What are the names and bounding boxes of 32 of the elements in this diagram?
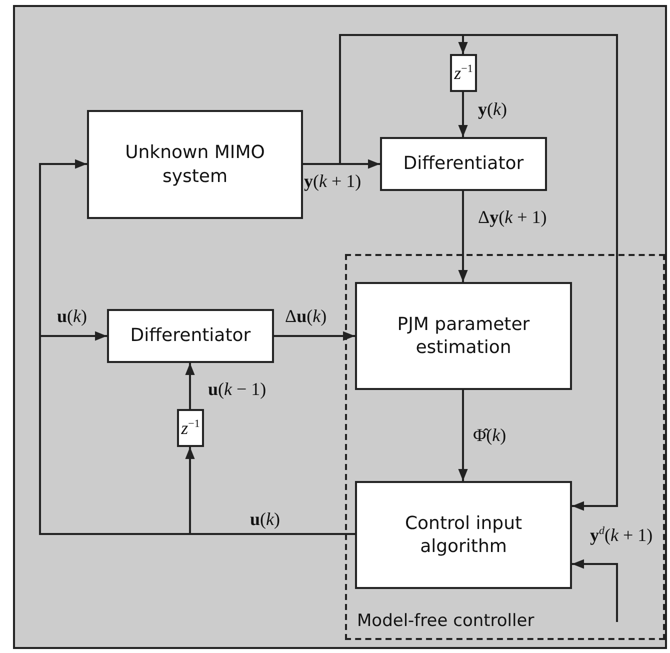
arrow [572,559,618,622]
controller-boundary [345,254,665,640]
delay-box [177,409,204,447]
edge-label: y(k + 1) [304,172,362,190]
edge-label: u(k) [57,307,88,325]
box-label: Control input algorithm [404,512,524,558]
process-box [107,309,274,363]
arrow [185,447,355,535]
process-box [355,282,572,390]
process-box [87,110,303,219]
process-box [380,137,547,191]
edge-label: Δy(k + 1) [478,208,547,226]
edge-label: u(k) [250,510,280,528]
edge-label: u(k − 1) [208,380,266,398]
arrow [458,191,468,282]
box-label: Differentiator [130,324,251,348]
edge-label: Φ̂(k) [473,426,506,444]
box-label: Unknown MIMO system [124,141,266,188]
edge-label: Δu(k) [285,307,327,325]
arrow [458,390,468,481]
delay-box [450,54,477,92]
box-label: Differentiator [403,152,524,176]
process-box [355,481,572,589]
arrow [458,92,468,137]
edge-label: y$^{d}$(k + 1) [590,526,653,544]
box-label: PJM parameter estimation [396,312,531,360]
edge-label: y(k) [478,100,507,118]
group-label: Model-free controller [357,610,534,632]
arrow [274,331,355,341]
delay-label: z$^{−1}$ [181,418,200,438]
delay-label: z$^{−1}$ [454,62,473,84]
arrow [185,363,195,409]
